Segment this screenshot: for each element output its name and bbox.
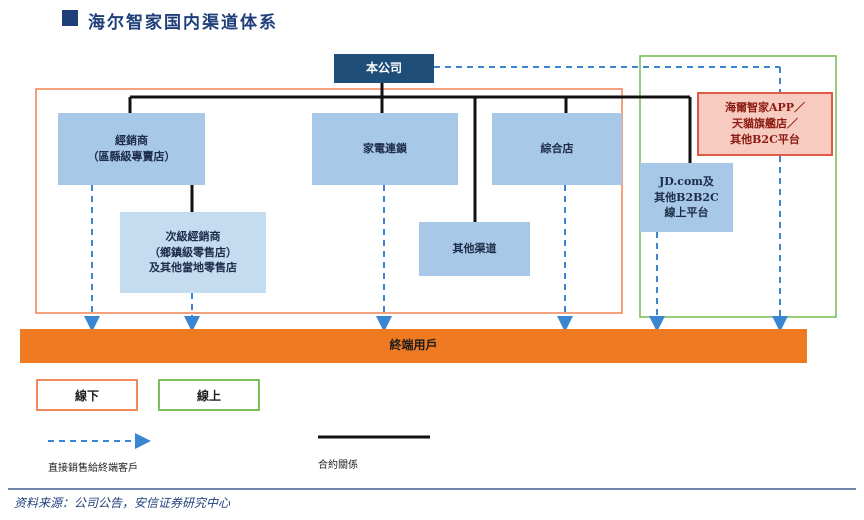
haier-app-label-line3: 其他B2C平台 (730, 132, 800, 146)
company-node: 本公司 (334, 54, 434, 83)
offline-region (35, 88, 623, 314)
appliance-chain-label: 家電連鎖 (363, 142, 407, 156)
other-channels-node: 其他渠道 (419, 222, 530, 276)
company-label: 本公司 (365, 60, 402, 75)
legend-offline-label: 線下 (74, 388, 99, 403)
direct-sales-arrows (84, 66, 788, 332)
contract-lines (128, 83, 692, 222)
end-user-bar: 終端用戶 (20, 329, 807, 363)
sub-distributor-label: 次級經銷商 (165, 229, 221, 243)
distributor-node: 經銷商 （區縣級專賣店） (58, 113, 205, 185)
sub-distributor-sublabel: （鄉鎮級零售店） (149, 245, 237, 259)
jd-label-line1: JD.com及 (659, 174, 714, 188)
distributor-label: 經銷商 (115, 134, 148, 148)
diagram-title: 海尔智家国内渠道体系 (88, 13, 278, 33)
haier-app-label-line1: 海爾智家APP／ (724, 101, 806, 115)
jd-node: JD.com及 其他B2B2C 線上平台 (640, 163, 733, 232)
distributor-sublabel: （區縣級專賣店） (87, 150, 176, 163)
legend-online-label: 線上 (196, 388, 221, 403)
appliance-chain-node: 家電連鎖 (312, 113, 458, 185)
general-store-node: 綜合店 (492, 113, 622, 185)
legend-online: 線上 (158, 379, 260, 411)
general-store-label: 綜合店 (540, 142, 574, 156)
legend-contract-label: 合約關係 (318, 460, 358, 471)
haier-app-node: 海爾智家APP／ 天貓旗艦店／ 其他B2C平台 (697, 92, 833, 156)
source-note: 资料来源：公司公告，安信证券研究中心 (14, 496, 231, 510)
sub-distributor-node: 次級經銷商 （鄉鎮級零售店） 及其他當地零售店 (120, 212, 266, 293)
end-user-label: 終端用戶 (389, 338, 438, 353)
legend-direct-sales-label: 直接銷售給終端客戶 (48, 463, 138, 474)
legend-offline: 線下 (36, 379, 138, 411)
title-marker (62, 10, 78, 26)
jd-label-line3: 線上平台 (664, 206, 709, 220)
other-channels-label: 其他渠道 (452, 242, 497, 256)
jd-label-line2: 其他B2B2C (654, 190, 719, 204)
haier-app-label-line2: 天貓旗艦店／ (731, 117, 798, 131)
sub-distributor-extra: 及其他當地零售店 (149, 261, 237, 275)
